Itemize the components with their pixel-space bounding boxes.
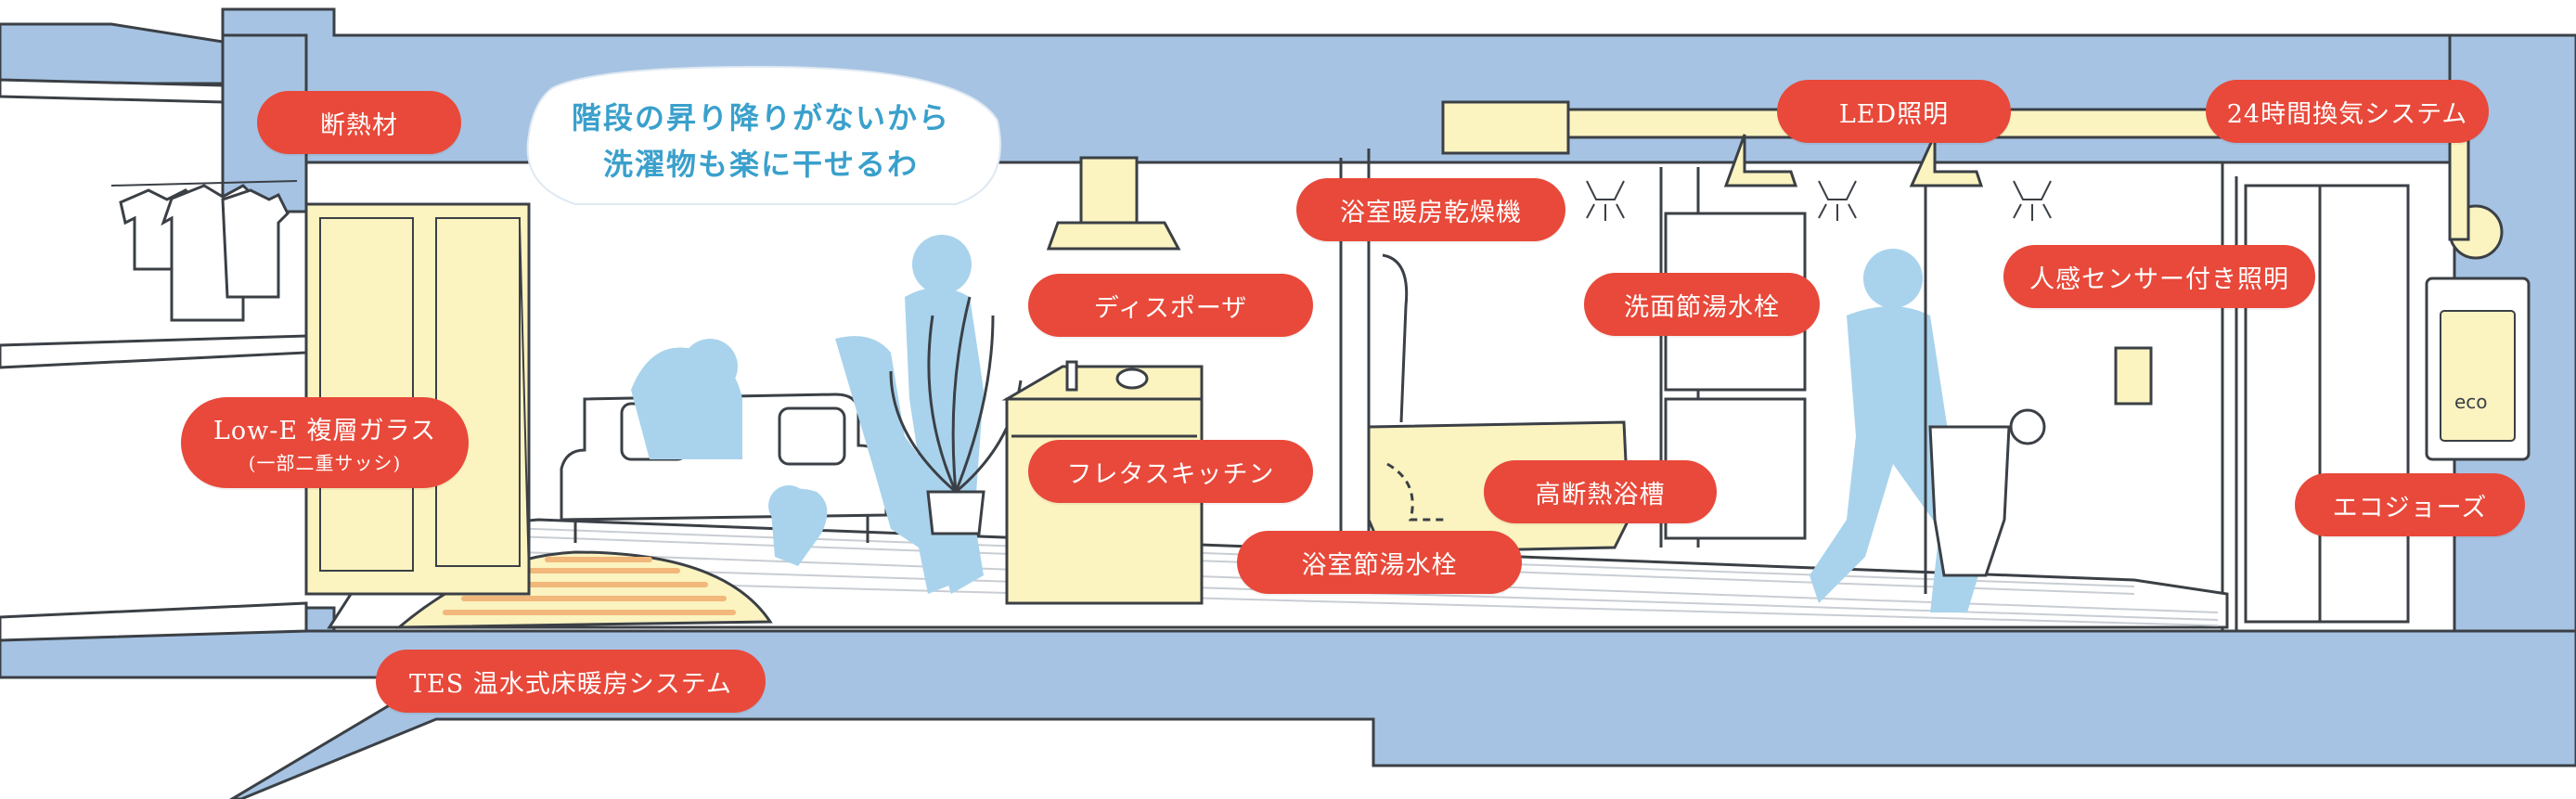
label-ecojozu: エコジョーズ — [2295, 473, 2525, 536]
label-sensor-light: 人感センサー付き照明 — [2003, 245, 2315, 308]
label-insulated-tub: 高断熱浴槽 — [1484, 460, 1717, 523]
speech-bubble-line-2: 洗濯物も楽に干せるわ — [602, 147, 919, 182]
label-disposer: ディスポーザ — [1028, 274, 1313, 337]
label-flat-kitchen: フレタスキッチン — [1028, 440, 1313, 503]
label-bath-faucet: 浴室節湯水栓 — [1237, 531, 1522, 594]
water-heater: eco — [2425, 204, 2531, 461]
speech-bubble: 階段の昇り降りがないから 洗濯物も楽に干せるわ — [520, 67, 1002, 215]
hanging-laundry — [110, 180, 298, 322]
toilet — [1928, 346, 2153, 577]
label-bath-dryer: 浴室暖房乾燥機 — [1296, 178, 1565, 241]
downlights — [1586, 180, 2052, 221]
mid-balcony-slab — [0, 334, 308, 369]
left-lower-slab — [0, 601, 308, 642]
label-ventilation: 24時間換気システム — [2206, 80, 2489, 143]
label-lowe-glass: Low-E 複層ガラス (一部二重サッシ) — [181, 397, 469, 488]
label-insulation: 断熱材 — [257, 91, 461, 154]
label-tes-floor-heating: TES 温水式床暖房システム — [376, 650, 766, 713]
label-sink-faucet: 洗面節湯水栓 — [1584, 273, 1820, 336]
upper-balcony-slab — [0, 78, 225, 104]
potted-plant — [889, 296, 1023, 535]
label-led-lighting: LED照明 — [1777, 80, 2011, 143]
eco-logo-text: eco — [2454, 391, 2488, 413]
range-hood — [1046, 156, 1181, 251]
speech-bubble-line-1: 階段の昇り降りがないから — [571, 100, 950, 135]
speech-bubble-shape — [526, 65, 1001, 205]
